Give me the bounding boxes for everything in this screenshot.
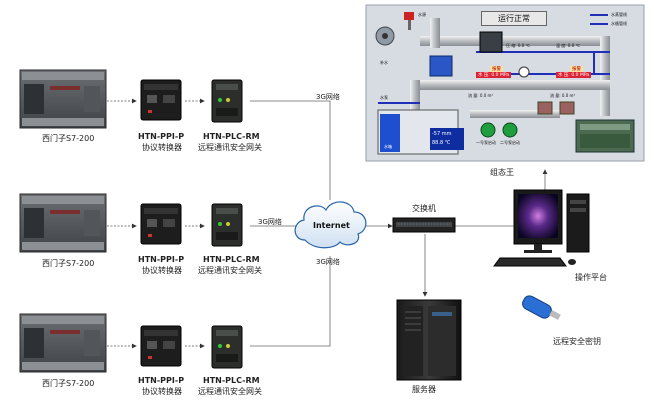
gateway-device-1 — [211, 79, 243, 123]
row-connectors — [107, 98, 205, 349]
converter-desc-1: 协议转换器 — [142, 143, 182, 152]
gateway-device-3 — [211, 325, 243, 369]
key-label: 远程安全密钥 — [553, 337, 601, 346]
plc-label-3: 西门子S7-200 — [42, 379, 95, 388]
gateway-desc-1: 远程通讯安全网关 — [198, 143, 262, 152]
converter-model-1: HTN-PPI-P — [138, 132, 185, 141]
scada-label-left-2: 水泵 — [380, 95, 388, 100]
plc-label-2: 西门子S7-200 — [42, 259, 95, 268]
gateway-model-1: HTN-PLC-RM — [203, 132, 260, 141]
scada-alarm-b: 报警 — [570, 66, 583, 72]
gateway-model-2: HTN-PLC-RM — [203, 255, 260, 264]
network-label-top: 3G网络 — [316, 93, 340, 101]
server-label: 服务器 — [412, 385, 436, 394]
converter-device-3 — [140, 325, 182, 367]
gateway-device-2 — [211, 203, 243, 247]
scada-legend-2: 水循管线 — [611, 21, 627, 26]
scada-panel — [365, 4, 645, 162]
scada-tank-level: -57 mm — [432, 131, 452, 137]
scada-label-left-1: 补水 — [380, 60, 388, 65]
scada-pump-1: 一号泵启动 — [476, 140, 496, 145]
scada-legend-1: 水蒸管线 — [611, 12, 627, 17]
converter-desc-3: 协议转换器 — [142, 387, 182, 396]
plc-device-3 — [19, 313, 107, 373]
network-label-middle: 3G网络 — [258, 218, 282, 226]
converter-desc-2: 协议转换器 — [142, 266, 182, 275]
scada-pump-2: 二号泵启动 — [500, 140, 520, 145]
switch-label: 交换机 — [412, 204, 436, 213]
platform-label: 操作平台 — [575, 273, 607, 282]
scada-temp-1: 温 度: 0.0 ℃ — [556, 43, 581, 48]
converter-device-2 — [140, 203, 182, 245]
scada-tank-temp: 88.8 ℃ — [432, 140, 451, 146]
server-tower — [396, 299, 462, 381]
gateway-desc-2: 远程通讯安全网关 — [198, 266, 262, 275]
scada-press-a: 水 压: 0.0 MPa — [476, 72, 512, 78]
operator-pc — [493, 189, 590, 267]
scada-pressure-1: 压 缩: 0.0 ℃ — [506, 43, 531, 48]
internet-cloud — [294, 201, 367, 249]
plc-device-1 — [19, 69, 107, 129]
scada-label-top-left: 水源 — [418, 12, 426, 17]
network-links — [250, 100, 548, 347]
converter-model-2: HTN-PPI-P — [138, 255, 185, 264]
scada-flow-2: 流 量: 0.0 m³ — [550, 93, 576, 98]
plc-device-2 — [19, 193, 107, 253]
converter-model-3: HTN-PPI-P — [138, 376, 185, 385]
scada-alarm-a: 报警 — [490, 66, 503, 72]
usb-security-key — [522, 295, 561, 320]
network-switch — [392, 217, 456, 233]
scada-caption: 组态王 — [490, 168, 514, 177]
gateway-desc-3: 远程通讯安全网关 — [198, 387, 262, 396]
scada-flow-1: 流 量: 0.0 m³ — [468, 93, 494, 98]
plc-label-1: 西门子S7-200 — [42, 134, 95, 143]
converter-device-1 — [140, 79, 182, 121]
internet-label: Internet — [313, 221, 350, 230]
scada-press-b: 水 压: 0.0 MPa — [556, 72, 592, 78]
network-label-bottom: 3G网络 — [316, 258, 340, 266]
gateway-model-3: HTN-PLC-RM — [203, 376, 260, 385]
scada-label-left-3: 水箱 — [384, 144, 392, 149]
scada-status: 运行正常 — [481, 11, 547, 26]
